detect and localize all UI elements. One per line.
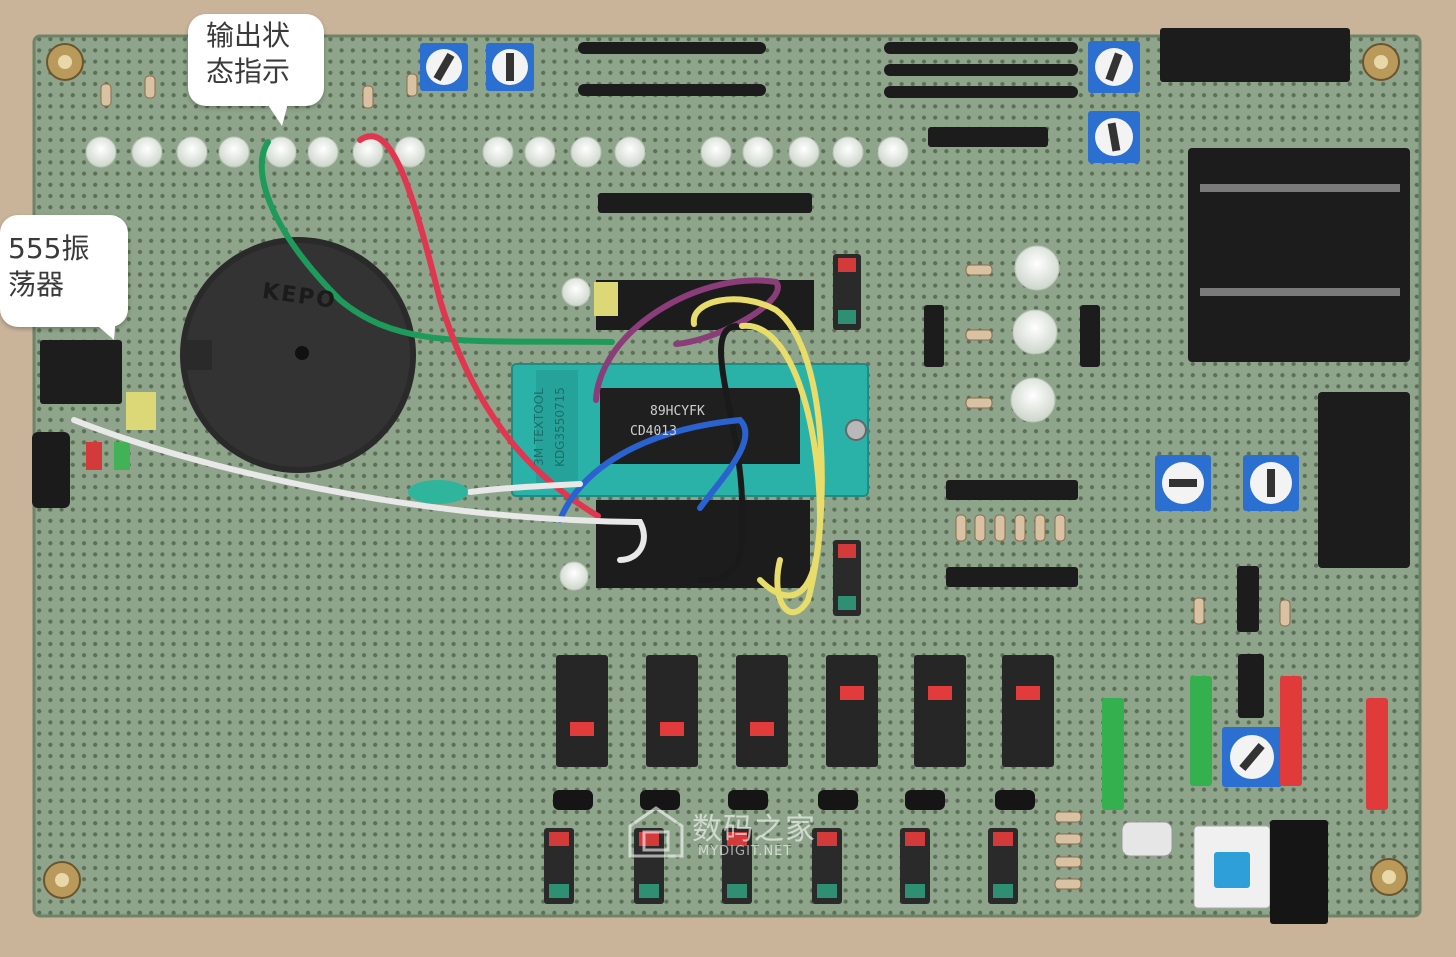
chip-marking-1: 89HCYFK — [650, 404, 705, 419]
buzzer — [180, 237, 416, 473]
oscillator-555-callout: 555振 荡器 — [0, 215, 128, 327]
socket-text-2: KDG3550715 — [552, 387, 567, 467]
jumper-wires — [71, 133, 825, 616]
bottom-slide-switches — [544, 828, 1018, 904]
headers — [578, 28, 1410, 718]
callout-tail — [262, 96, 290, 126]
slide-switches — [833, 254, 861, 616]
callout-line: 输出状 — [206, 19, 291, 52]
watermark-logo-icon — [628, 806, 684, 858]
color-headers — [1102, 676, 1388, 810]
callout-line: 态指示 — [206, 55, 291, 88]
chip-555 — [32, 340, 156, 508]
power-section — [1121, 820, 1328, 924]
callout-tail — [84, 314, 116, 340]
output-indicator-callout: 输出状 态指示 — [188, 14, 324, 106]
resistors — [100, 73, 1291, 890]
output-leds — [85, 136, 1060, 591]
callout-line: 荡器 — [8, 268, 65, 301]
watermark-en: MYDIGIT.NET — [698, 844, 793, 859]
chip-marking-2: CD4013 — [630, 424, 677, 439]
callout-line: 555振 — [8, 232, 90, 265]
watermark-cn: 数码之家 — [692, 812, 816, 847]
trim-potentiometers — [420, 41, 1299, 787]
socket-text-1: 3M TEXTOOL — [531, 388, 546, 466]
mounting-screws — [43, 43, 1408, 899]
watermark: 数码之家 MYDIGIT.NET — [628, 802, 838, 862]
toggle-switches — [556, 655, 1054, 767]
